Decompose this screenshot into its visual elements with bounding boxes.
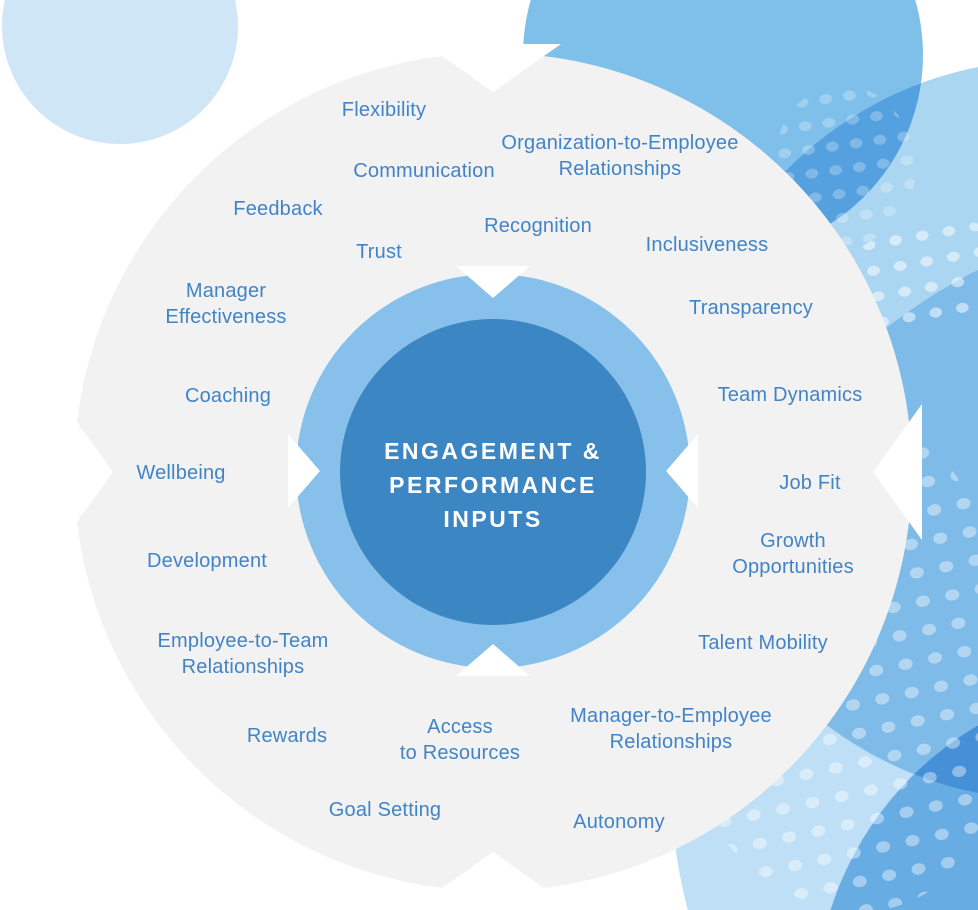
outer-notch-top	[425, 44, 561, 92]
core-title-line-2: PERFORMANCE	[389, 472, 597, 498]
outer-notch-left	[64, 404, 113, 540]
core-title: ENGAGEMENT & PERFORMANCE INPUTS	[293, 434, 693, 536]
outer-notch-bottom	[425, 852, 561, 900]
factor-label-development: Development	[146, 550, 268, 572]
factor-label-feedback: Feedback	[233, 198, 323, 220]
factor-label-job-fit: Job Fit	[779, 472, 841, 494]
factor-label-rewards: Rewards	[246, 725, 328, 747]
core-title-line-3: INPUTS	[443, 506, 543, 532]
ring-notch-top	[456, 266, 530, 298]
factor-label-coaching: Coaching	[184, 385, 272, 407]
factor-label-autonomy: Autonomy	[573, 811, 665, 833]
factor-label-flexibility: Flexibility	[341, 99, 427, 121]
factor-label-wellbeing: Wellbeing	[136, 462, 226, 484]
factor-label-inclusiveness: Inclusiveness	[645, 234, 769, 256]
core-circle	[340, 319, 646, 625]
ring-notch-left	[288, 434, 320, 508]
factor-label-transparency: Transparency	[689, 297, 813, 319]
core-title-line-1: ENGAGEMENT &	[384, 438, 602, 464]
ring-notch-bottom	[456, 644, 530, 676]
factor-label-team-dynamics: Team Dynamics	[717, 384, 863, 406]
factor-label-trust: Trust	[356, 241, 402, 263]
factor-label-talent-mobility: Talent Mobility	[698, 632, 828, 654]
factor-label-communication: Communication	[353, 160, 495, 182]
outer-notch-right	[873, 404, 922, 540]
ring-notch-right	[666, 434, 698, 508]
factor-label-goal-setting: Goal Setting	[328, 799, 442, 821]
factor-label-recognition: Recognition	[484, 215, 592, 237]
